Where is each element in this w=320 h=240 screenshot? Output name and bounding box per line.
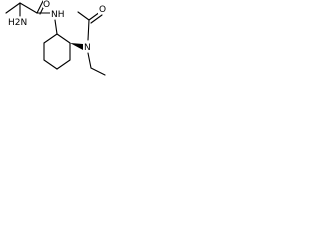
tertiary-n-label-bg (83, 41, 92, 52)
amide-nh-label-bg (50, 8, 65, 19)
bond-carbonyl-oxygen-a (36, 0, 44, 14)
ring-bond-1 (43, 33, 58, 44)
bond-alpha-carbonyl (19, 2, 38, 14)
ring-bond-6 (56, 33, 71, 44)
stereo-wedge-bond (70, 43, 83, 50)
bond-methyl-alpha (5, 2, 21, 14)
ring-bond-4 (56, 59, 71, 70)
bond-acetyl-oxygen-b (90, 14, 103, 24)
tertiary-n-label: N (84, 43, 91, 53)
bond-ethyl-ch3 (90, 67, 106, 76)
bond-n-acetyl-carbonyl (87, 19, 90, 41)
amide-oxygen-label-bg (43, 0, 51, 8)
acetyl-oxygen-label-bg (98, 4, 107, 14)
ring-bond-3 (43, 59, 58, 70)
bond-amide-n-ring (54, 19, 58, 35)
bond-acetyl-methyl (77, 11, 90, 21)
amide-oxygen-label: O (43, 0, 50, 10)
chemical-structure-diagram: H2N NH O N O (5, 0, 107, 76)
amine-label-bg (8, 17, 28, 27)
amide-nh-label: NH (51, 10, 65, 20)
bond-n-ethyl-ch2 (87, 52, 92, 69)
amine-label: H2N (8, 18, 27, 28)
acetyl-oxygen-label: O (99, 5, 106, 15)
